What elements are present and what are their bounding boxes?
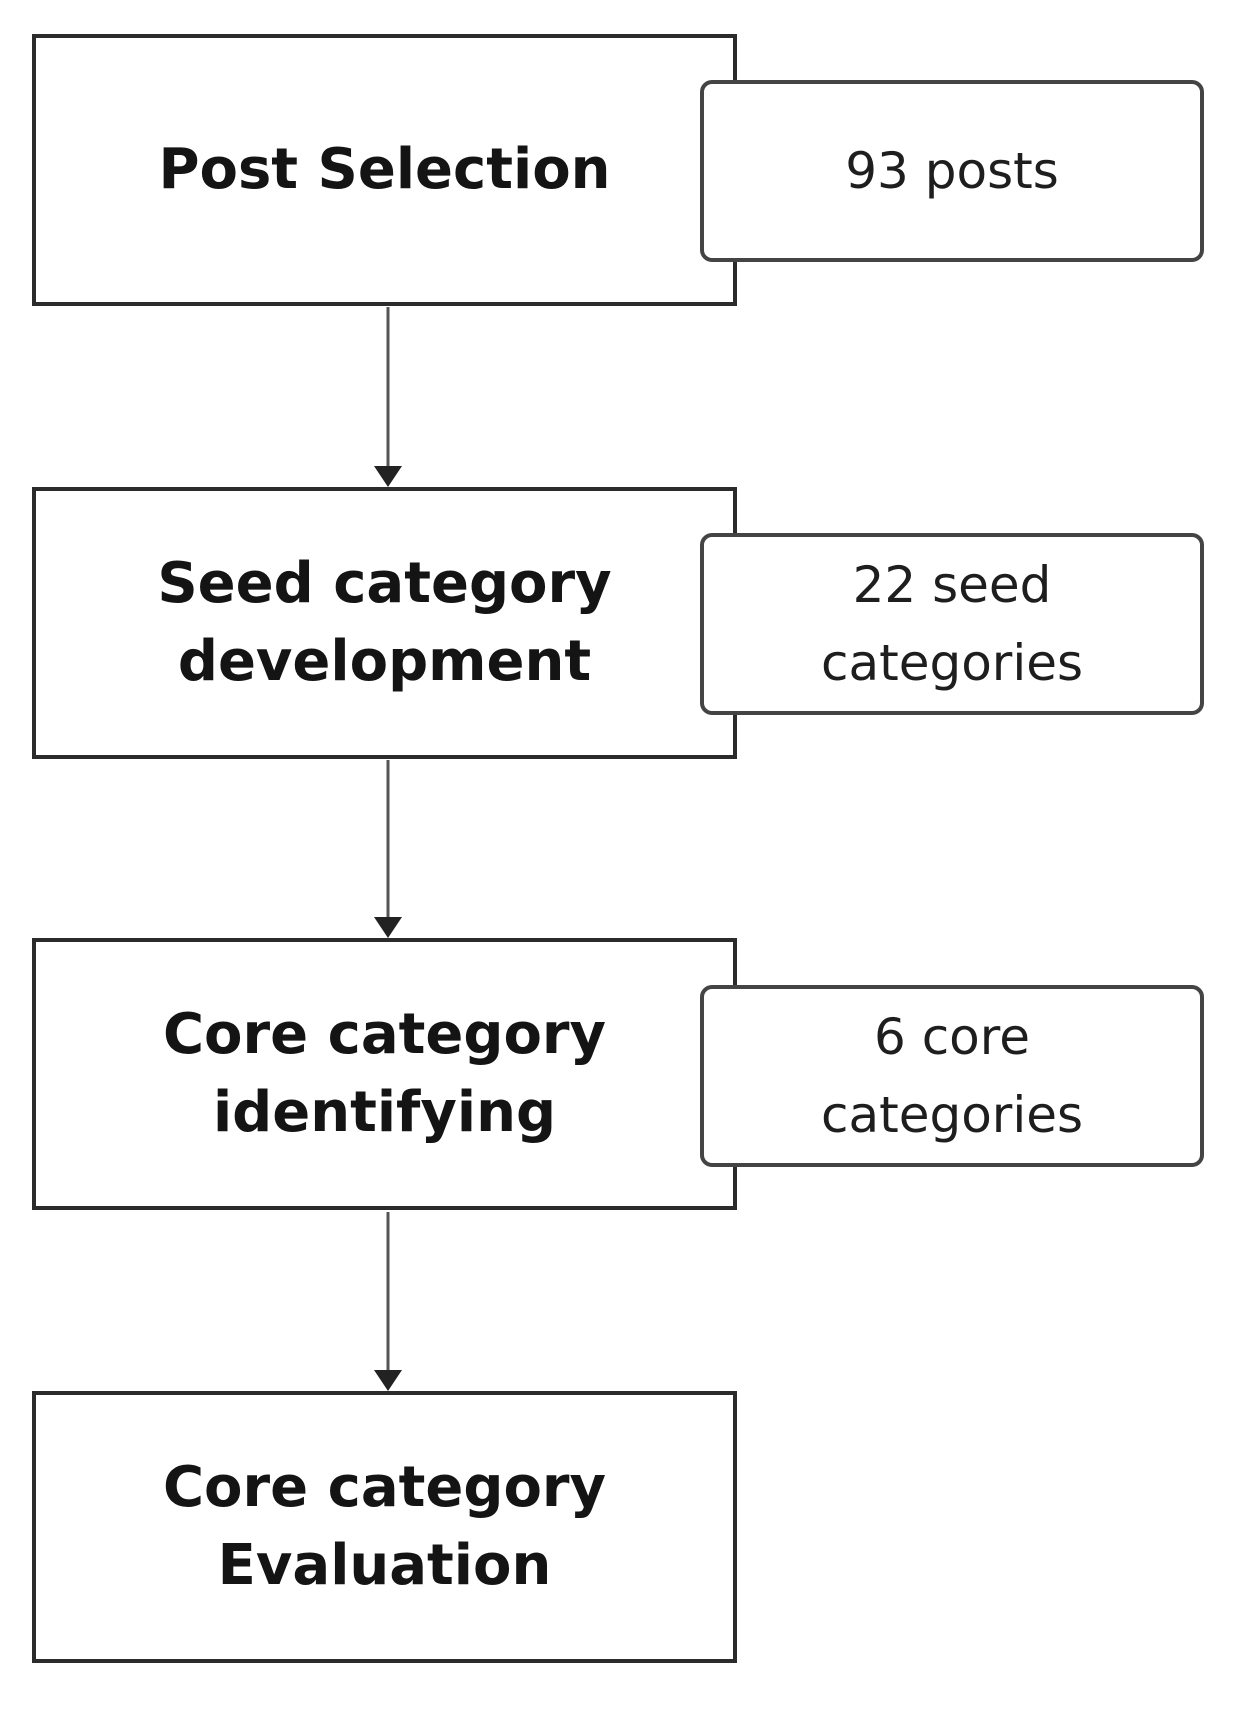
result-label-line: categories — [820, 634, 1084, 692]
result-label-line: 6 core — [873, 1008, 1030, 1066]
result-seed-categories: 22 seed categories — [700, 533, 1204, 715]
arrow-1 — [374, 307, 402, 487]
stage-label-line: development — [177, 629, 592, 694]
result-label-line: 93 posts — [845, 142, 1059, 200]
stage-label-line: identifying — [212, 1080, 557, 1145]
stage-seed-category-development: Seed category development — [32, 487, 737, 759]
result-label-line: 22 seed — [852, 556, 1052, 614]
result-core-categories: 6 core categories — [700, 985, 1204, 1167]
arrow-2 — [374, 760, 402, 938]
stage-label-line: Seed category — [157, 551, 612, 616]
stage-label-line: Evaluation — [217, 1533, 552, 1598]
stage-core-category-identifying: Core category identifying — [32, 938, 737, 1210]
stage-label-line: Post Selection — [158, 137, 611, 202]
result-label-line: categories — [820, 1086, 1084, 1144]
result-posts: 93 posts — [700, 80, 1204, 262]
arrow-3 — [374, 1212, 402, 1391]
stage-core-category-evaluation: Core category Evaluation — [32, 1391, 737, 1663]
stage-label-line: Core category — [162, 1455, 607, 1520]
stage-post-selection: Post Selection — [32, 34, 737, 306]
stage-label-line: Core category — [162, 1002, 607, 1067]
